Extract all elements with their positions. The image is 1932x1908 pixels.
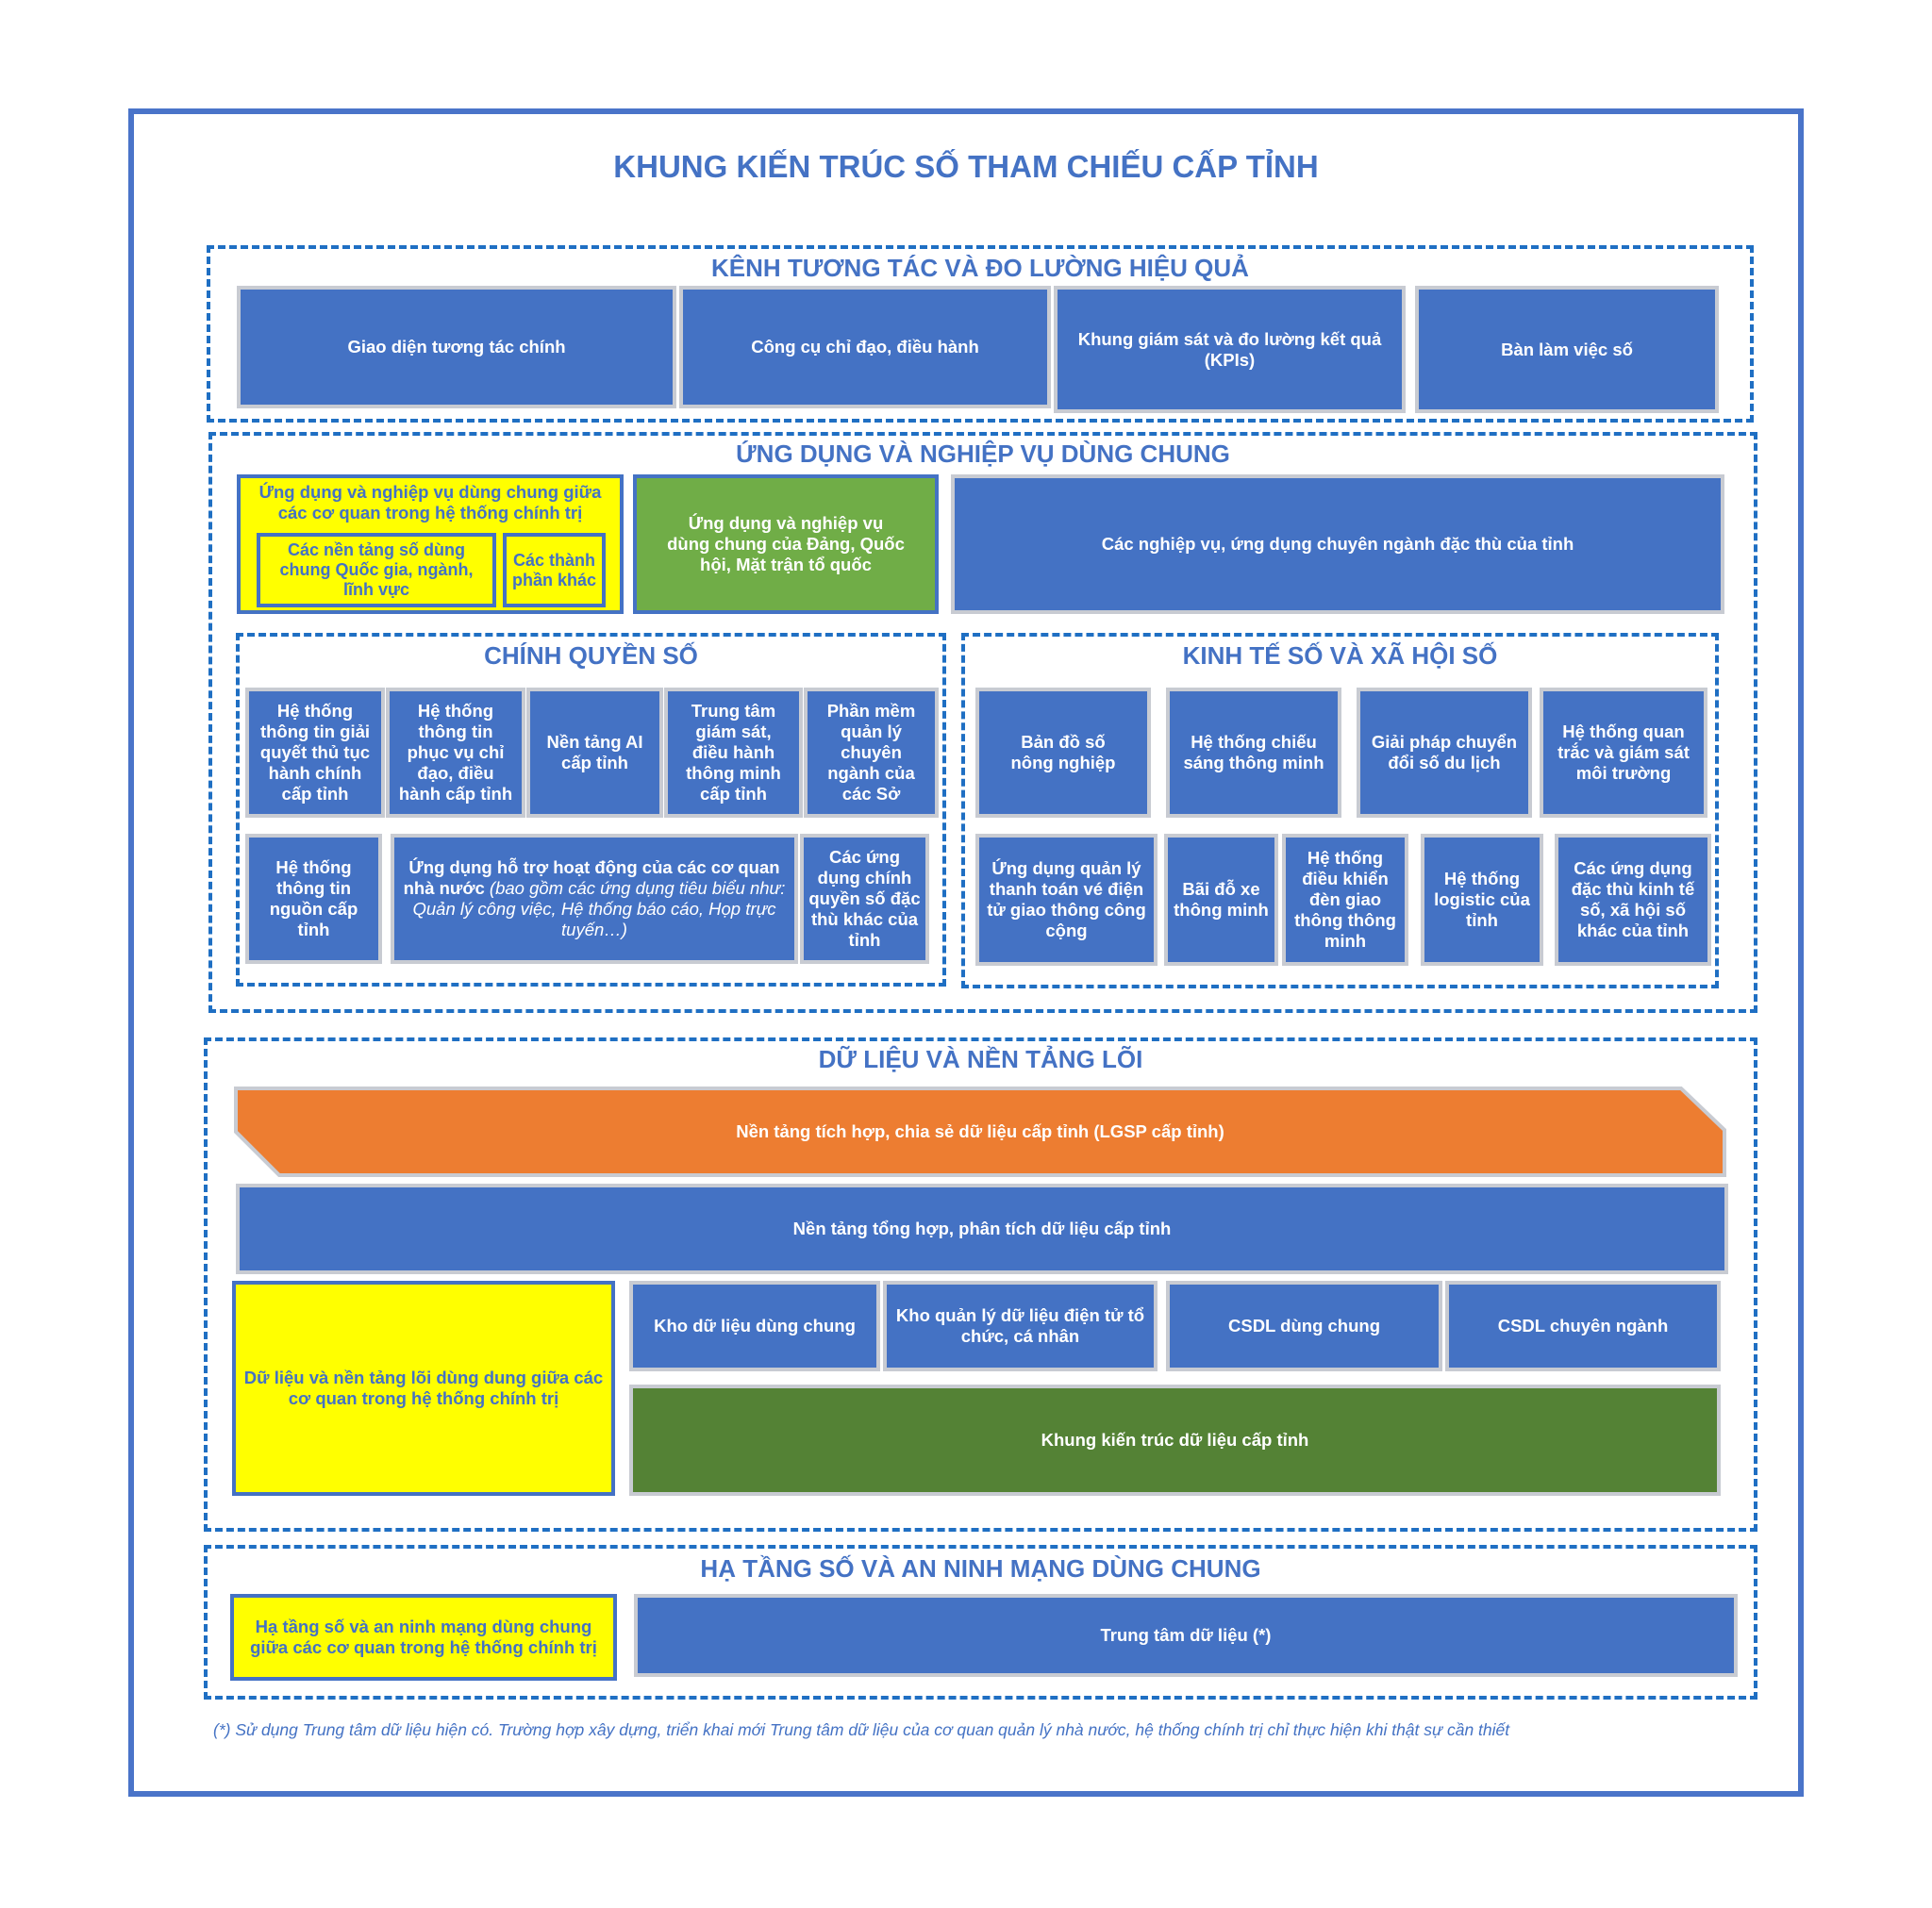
box-other-econ-apps: Các ứng dụng đặc thù kinh tế số, xã hội … [1555,834,1711,966]
shared-political-apps-label: Ứng dụng và nghiệp vụ dùng chung giữa cá… [258,482,602,523]
box-logistics-system: Hệ thống logistic của tỉnh [1421,834,1543,966]
section-title-infrastructure: HẠ TẦNG SỐ VÀ AN NINH MẠNG DÙNG CHUNG [700,1554,1261,1583]
section-data [204,1037,1757,1532]
outer-frame [128,108,1804,1797]
box-direction-tools: Công cụ chỉ đạo, điều hành [679,286,1051,408]
box-source-info-system: Hệ thống thông tin nguồn cấp tỉnh [245,834,382,964]
section-title-apps: ỨNG DỤNG VÀ NGHIỆP VỤ DÙNG CHUNG [736,440,1230,468]
lgsp-label: Nền tảng tích hợp, chia sẻ dữ liệu cấp t… [736,1121,1224,1141]
box-national-platforms: Các nền tảng số dùng chung Quốc gia, ngà… [257,533,496,607]
state-support-apps-examples: (bao gồm các ứng dụng tiêu biểu như: Quả… [412,878,786,939]
footnote: (*) Sử dụng Trung tâm dữ liệu hiện có. T… [213,1720,1510,1739]
section-digital-government [236,633,946,987]
section-title-data: DỮ LIỆU VÀ NỀN TẢNG LÕI [818,1045,1143,1073]
section-title-digital-economy: KINH TẾ SỐ VÀ XÃ HỘI SỐ [1182,641,1498,670]
box-other-gov-apps: Các ứng dụng chính quyền số đặc thù khác… [800,834,929,964]
box-party-apps: Ứng dụng và nghiệp vụ dùng chung của Đản… [633,474,939,614]
box-other-components: Các thành phần khác [503,533,606,607]
box-smart-lighting: Hệ thống chiếu sáng thông minh [1166,688,1341,818]
page-title: KHUNG KIẾN TRÚC SỐ THAM CHIẾU CẤP TỈNH [613,149,1319,184]
box-admin-procedures-system: Hệ thống thông tin giải quyết thủ tục hà… [245,688,385,818]
box-ai-platform: Nền tảng AI cấp tỉnh [526,688,663,818]
state-support-apps-label: Ứng dụng hỗ trợ hoạt động của các cơ qua… [403,857,780,898]
box-analytics-platform: Nền tảng tổng hợp, phân tích dữ liệu cấp… [236,1184,1728,1274]
box-kpi-framework: Khung giám sát và đo lường kết quả (KPIs… [1054,286,1406,413]
box-digital-desk: Bàn làm việc số [1415,286,1719,413]
box-specialized-database: CSDL chuyên ngành [1445,1281,1721,1371]
box-smart-traffic-lights: Hệ thống điều khiển đèn giao thông thông… [1282,834,1408,966]
box-department-software: Phần mềm quản lý chuyên ngành của các Sở [804,688,939,818]
box-environment-monitoring: Hệ thống quan trắc và giám sát môi trườn… [1540,688,1707,818]
box-tourism-dx: Giải pháp chuyển đổi số du lịch [1357,688,1532,818]
box-shared-database: CSDL dùng chung [1166,1281,1442,1371]
box-shared-data-warehouse: Kho dữ liệu dùng chung [629,1281,880,1371]
box-shared-core-data: Dữ liệu và nền tảng lõi dùng dung giữa c… [232,1281,615,1496]
section-apps [208,432,1757,1013]
lgsp-banner [234,1087,1726,1177]
section-title-digital-government: CHÍNH QUYỀN SỐ [484,641,698,670]
box-direction-info-system: Hệ thống thông tin phục vụ chỉ đạo, điều… [386,688,525,818]
section-title-interaction: KÊNH TƯƠNG TÁC VÀ ĐO LƯỜNG HIỆU QUẢ [711,254,1249,282]
box-agri-digital-map: Bản đồ số nông nghiệp [975,688,1151,818]
box-e-ticket-app: Ứng dụng quản lý thanh toán vé điện tử g… [975,834,1158,966]
section-infrastructure [204,1545,1757,1700]
box-data-architecture: Khung kiến trúc dữ liệu cấp tỉnh [629,1385,1721,1496]
box-smart-operations-center: Trung tâm giám sát, điều hành thông minh… [664,688,803,818]
state-support-apps-text: Ứng dụng hỗ trợ hoạt động của các cơ qua… [402,857,787,940]
lgsp-banner-shape [234,1087,1726,1177]
box-specialized-apps: Các nghiệp vụ, ứng dụng chuyên ngành đặc… [951,474,1724,614]
box-shared-infra: Hạ tầng số và an ninh mạng dùng chung gi… [230,1594,617,1681]
box-datacenter: Trung tâm dữ liệu (*) [634,1594,1738,1677]
section-interaction [207,245,1754,423]
box-eid-data-store: Kho quản lý dữ liệu điện tử tổ chức, cá … [883,1281,1158,1371]
section-digital-economy [961,633,1719,988]
box-state-support-apps: Ứng dụng hỗ trợ hoạt động của các cơ qua… [391,834,798,964]
box-main-interface: Giao diện tương tác chính [237,286,676,408]
box-smart-parking: Bãi đỗ xe thông minh [1164,834,1278,966]
